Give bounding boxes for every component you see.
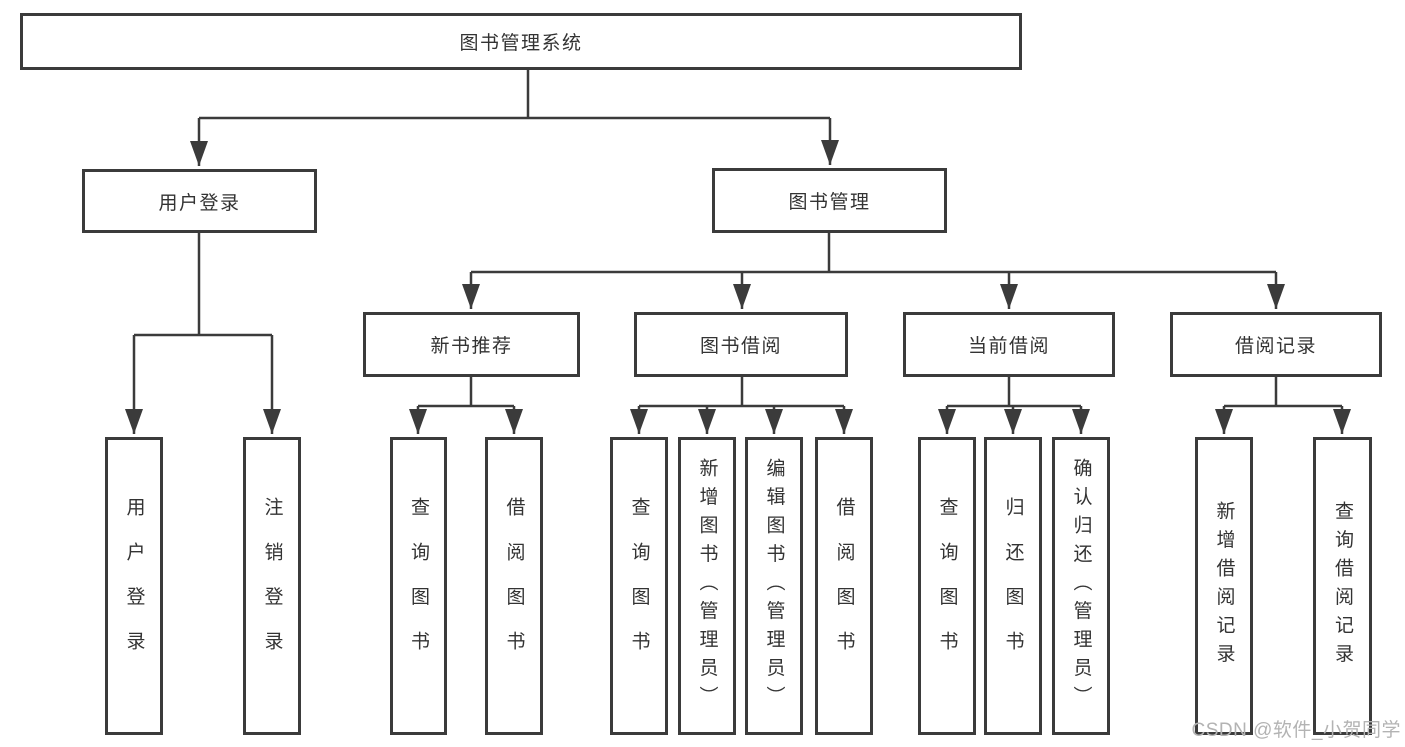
node-label: 用户登录 bbox=[158, 192, 241, 214]
leaf-label: 注销登录 bbox=[261, 496, 283, 676]
node-label: 新书推荐 bbox=[430, 336, 513, 357]
leaf-borrow-books-recommend: 借阅图书 bbox=[485, 437, 543, 735]
leaf-label: 查询图书 bbox=[628, 496, 650, 676]
leaf-label: 查询借阅记录 bbox=[1332, 500, 1353, 672]
leaf-add-borrow-record: 新增借阅记录 bbox=[1195, 437, 1253, 735]
node-book-borrowing: 图书借阅 bbox=[634, 312, 848, 377]
leaf-query-borrow-record: 查询借阅记录 bbox=[1313, 437, 1372, 735]
leaf-add-books-admin: 新增图书（管理员） bbox=[678, 437, 736, 735]
leaf-confirm-return-admin: 确认归还（管理员） bbox=[1052, 437, 1110, 735]
watermark: CSDN @软件_小贺同学 bbox=[1191, 720, 1401, 741]
node-label: 图书管理系统 bbox=[459, 33, 583, 54]
leaf-borrow-books: 借阅图书 bbox=[815, 437, 873, 735]
node-borrowing-records: 借阅记录 bbox=[1170, 312, 1382, 377]
leaf-label: 借阅图书 bbox=[833, 496, 855, 676]
leaf-label: 确认归还（管理员） bbox=[1070, 457, 1092, 715]
leaf-logout-login: 注销登录 bbox=[243, 437, 301, 735]
leaf-return-books: 归还图书 bbox=[984, 437, 1042, 735]
leaf-label: 归还图书 bbox=[1002, 496, 1024, 676]
leaf-query-books-recommend: 查询图书 bbox=[390, 437, 447, 735]
leaf-label: 新增借阅记录 bbox=[1213, 500, 1235, 672]
node-label: 当前借阅 bbox=[967, 336, 1050, 357]
leaf-label: 编辑图书（管理员） bbox=[763, 457, 785, 715]
node-label: 图书借阅 bbox=[699, 336, 782, 357]
leaf-user-login: 用户登录 bbox=[105, 437, 163, 735]
leaf-edit-books-admin: 编辑图书（管理员） bbox=[745, 437, 803, 735]
node-user-login: 用户登录 bbox=[82, 169, 317, 233]
leaf-query-books-current: 查询图书 bbox=[918, 437, 976, 735]
node-label: 借阅记录 bbox=[1234, 336, 1317, 357]
node-new-book-recommendation: 新书推荐 bbox=[363, 312, 580, 377]
leaf-label: 借阅图书 bbox=[503, 496, 525, 676]
leaf-label: 新增图书（管理员） bbox=[696, 457, 718, 715]
node-label: 图书管理 bbox=[788, 192, 871, 213]
leaf-label: 查询图书 bbox=[408, 496, 429, 676]
node-book-management: 图书管理 bbox=[712, 168, 947, 233]
leaf-query-books-borrow: 查询图书 bbox=[610, 437, 668, 735]
leaf-label: 查询图书 bbox=[936, 496, 958, 676]
node-current-borrowing: 当前借阅 bbox=[903, 312, 1115, 377]
leaf-label: 用户登录 bbox=[123, 496, 145, 676]
node-library-system: 图书管理系统 bbox=[20, 13, 1022, 70]
